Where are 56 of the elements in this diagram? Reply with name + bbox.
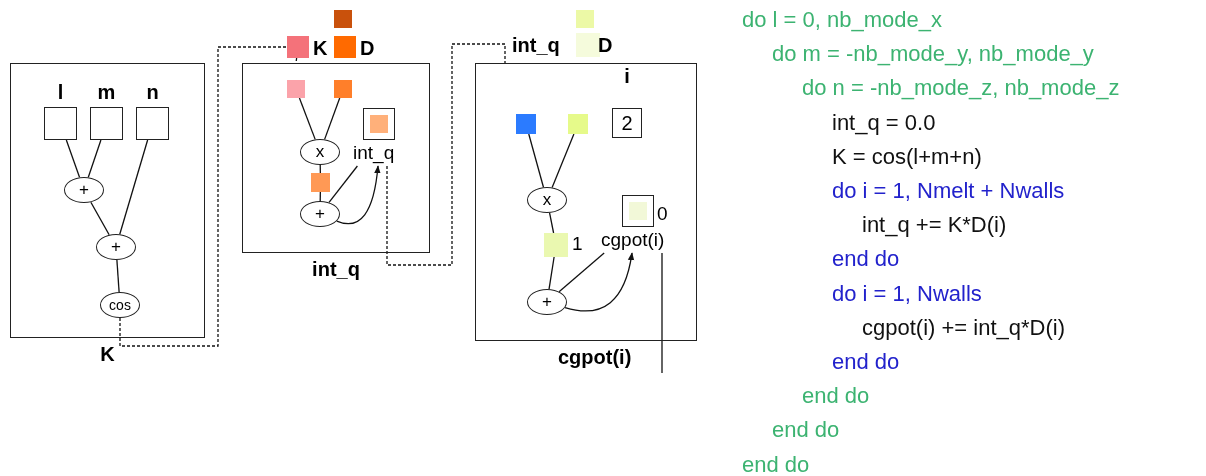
- dotted-connector: [386, 43, 506, 266]
- dotted-connector: [119, 46, 288, 347]
- code-line: K = cos(l+m+n): [832, 143, 982, 170]
- operator-ellipse: +: [96, 234, 136, 260]
- code-line: end do: [832, 246, 900, 273]
- connector-line: [551, 133, 575, 189]
- code-line: do l = 0, nb_mode_x: [742, 7, 942, 33]
- curved-arrow: [564, 252, 634, 312]
- value-box: 2: [612, 108, 642, 138]
- operator-ellipse: x: [300, 139, 340, 165]
- connector-line: [558, 252, 605, 293]
- code-line: int_q = 0.0: [832, 109, 936, 136]
- index-label: i: [623, 64, 631, 88]
- connector-line: [548, 212, 555, 234]
- connector-line: [323, 97, 341, 140]
- connector-line: [528, 133, 545, 188]
- code-line: do m = -nb_mode_y, nb_mode_y: [772, 41, 1094, 68]
- curved-arrow: [336, 165, 381, 225]
- code-line: end do: [772, 417, 840, 444]
- connector-line: [661, 252, 663, 374]
- connector-line: [116, 259, 120, 293]
- connector-line: [65, 139, 81, 178]
- variable-label: int_q: [512, 33, 560, 57]
- value-label: 0: [657, 203, 668, 225]
- variable-label: cgpot(i): [601, 229, 665, 251]
- connector-line: [298, 97, 316, 141]
- code-line: end do: [742, 451, 810, 476]
- operator-ellipse: +: [64, 177, 104, 203]
- input-label: m: [96, 80, 117, 104]
- variable-label: K: [313, 36, 328, 60]
- variable-label: D: [598, 33, 613, 57]
- input-label: n: [145, 80, 160, 104]
- connector-line: [87, 139, 102, 178]
- connector-line: [119, 139, 149, 235]
- connector-line: [90, 201, 110, 236]
- connector-line: [548, 256, 555, 290]
- panel-title: K: [99, 342, 116, 366]
- operator-ellipse: +: [527, 289, 567, 315]
- connector-line: [328, 165, 359, 204]
- code-line: do i = 1, Nmelt + Nwalls: [832, 178, 1065, 204]
- code-line: int_q += K*D(i): [862, 212, 1007, 239]
- value-label: 1: [572, 233, 583, 255]
- operator-ellipse: cos: [100, 292, 140, 318]
- input-label: l: [56, 80, 65, 104]
- dotted-connector: [295, 57, 298, 64]
- operator-ellipse: +: [300, 201, 340, 227]
- panel-title: int_q: [311, 257, 361, 281]
- code-line: cgpot(i) += int_q*D(i): [862, 314, 1065, 341]
- variable-label: int_q: [353, 142, 395, 164]
- code-line: do n = -nb_mode_z, nb_mode_z: [802, 75, 1120, 102]
- panel-title: cgpot(i): [558, 345, 632, 369]
- code-line: do i = 1, Nwalls: [832, 280, 982, 307]
- code-line: end do: [832, 349, 900, 375]
- variable-label: D: [360, 36, 375, 60]
- operator-ellipse: x: [527, 187, 567, 213]
- code-line: end do: [802, 383, 870, 410]
